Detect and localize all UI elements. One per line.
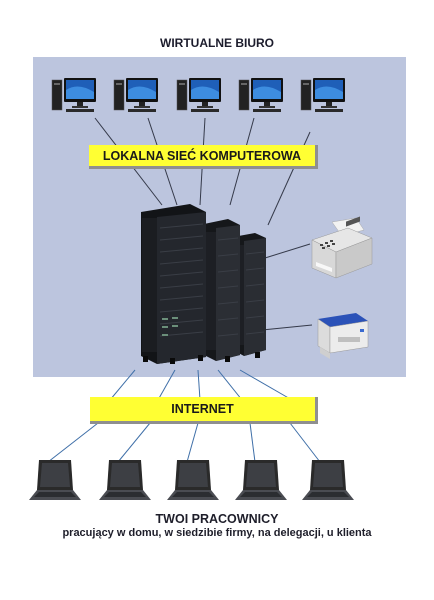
desktop-icon [300, 78, 345, 112]
link-inet-2 [157, 369, 176, 401]
laser-printer-icon [317, 313, 369, 359]
laptop-icon [235, 460, 287, 500]
link-laptop-3 [186, 422, 199, 463]
desktop-icon [238, 78, 283, 112]
workers-heading: TWOI PRACOWNICY [155, 512, 279, 526]
lan-label: LOKALNA SIEĆ KOMPUTEROWA [89, 145, 318, 169]
laptop-icon [99, 460, 151, 500]
desktop-icon [176, 78, 221, 112]
link-printer [261, 324, 313, 331]
link-inet-4 [217, 369, 243, 401]
laptop-icon [167, 460, 219, 500]
link-inet-1 [109, 369, 136, 401]
workers-subline: pracujący w domu, w siedzibie firmy, na … [62, 527, 372, 539]
diagram-title: WIRTUALNE BIURO [160, 36, 274, 50]
link-laptop-5 [289, 422, 321, 463]
internet-label: INTERNET [90, 397, 318, 424]
link-laptop-4 [249, 422, 256, 463]
link-laptop-1 [47, 422, 99, 463]
desktop-icon [51, 78, 96, 112]
link-laptop-2 [117, 422, 151, 463]
laptop-icon [29, 460, 81, 500]
link-inet-5 [239, 369, 293, 401]
laptop-icon [302, 460, 354, 500]
link-inet-3 [197, 369, 201, 401]
desktop-icon [113, 78, 158, 112]
server-rack-icon [141, 204, 266, 364]
link-fax [264, 243, 311, 259]
fax-machine-icon [311, 216, 373, 279]
